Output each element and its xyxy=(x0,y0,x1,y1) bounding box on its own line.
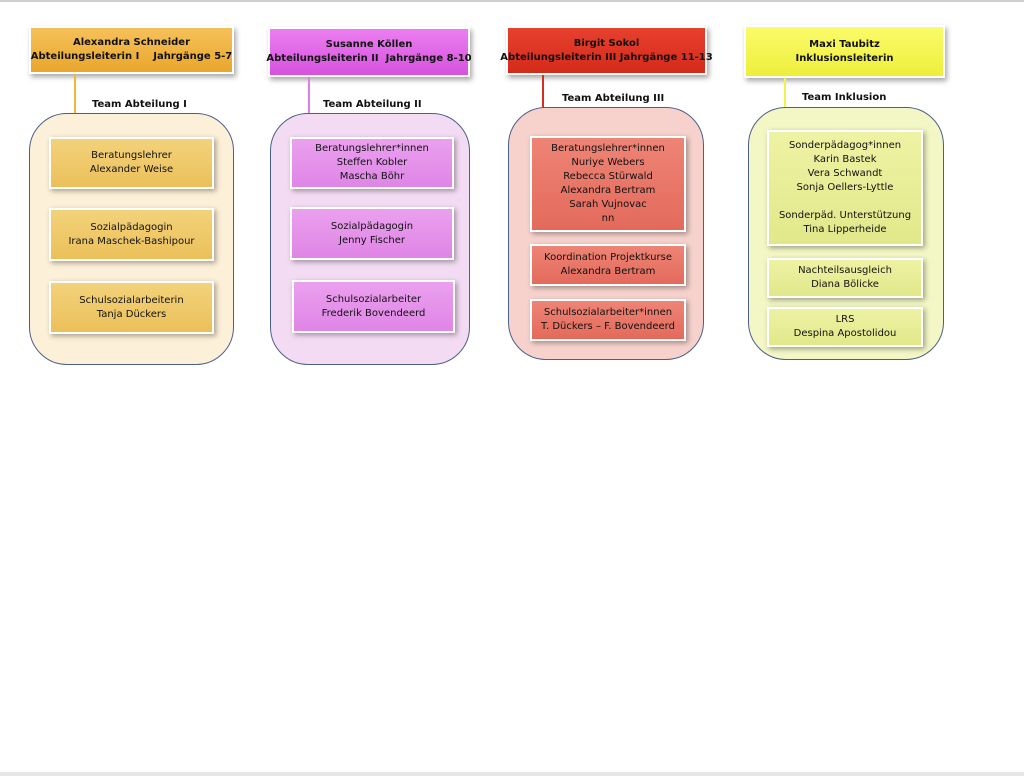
box-name: Tina Lipperheide xyxy=(803,224,887,235)
team-label: Team Abteilung I xyxy=(92,99,187,110)
leader-role: Abteilungsleiterin II Jahrgänge 8-10 xyxy=(266,53,472,64)
box-name: T. Dückers – F. Bovendeerd xyxy=(541,321,675,332)
box-name: Steffen Kobler xyxy=(336,157,408,168)
box-title: LRS xyxy=(835,314,855,325)
box-name: Alexandra Bertram xyxy=(560,185,656,196)
box-name: Alexander Weise xyxy=(89,164,174,175)
bottom-border xyxy=(0,772,1024,776)
member-box-lrs: LRS Despina Apostolidou xyxy=(767,307,923,347)
box-name: Nuriye Webers xyxy=(571,157,645,168)
box-name: Diana Bölicke xyxy=(811,279,879,290)
box-title: Sozialpädagogin xyxy=(90,221,173,233)
box-title: Koordination Projektkurse xyxy=(544,252,672,263)
member-box-beratung: Beratungslehrer*innen Nuriye Webers Rebe… xyxy=(530,136,686,232)
leader-box-abteilung-2: Susanne Köllen Abteilungsleiterin II Jah… xyxy=(266,27,472,77)
member-box-sozialpaedagogik: Sozialpädagogin Irana Maschek-Bashipour xyxy=(49,208,214,261)
leader-role: Abteilungsleiterin III Jahrgänge 11-13 xyxy=(500,51,713,63)
box-title: Beratungslehrer xyxy=(91,150,172,161)
box-name: Frederik Bovendeerd xyxy=(321,307,426,319)
leader-role: Inklusionsleiterin xyxy=(795,52,894,64)
box-title: Sonderpädagog*innen xyxy=(788,140,902,151)
connector-line xyxy=(74,74,76,114)
member-box-beratung: Beratungslehrer*innen Steffen Kobler Mas… xyxy=(290,137,454,189)
box-name: Sonja Oellers-Lyttle xyxy=(796,182,894,193)
leader-role: Abteilungsleiterin I Jahrgänge 5-7 xyxy=(30,51,233,62)
box-title: Schulsozialarbeiter*innen xyxy=(543,307,673,318)
member-box-projektkurse: Koordination Projektkurse Alexandra Bert… xyxy=(530,244,686,286)
box-title: Schulsozialarbeiter xyxy=(325,293,422,305)
box-name: Mascha Böhr xyxy=(339,171,405,182)
member-box-beratung: Beratungslehrer Alexander Weise xyxy=(49,137,214,189)
box-name: Karin Bastek xyxy=(813,154,877,165)
team-label: Team Abteilung III xyxy=(562,93,665,104)
box-name: Rebecca Stürwald xyxy=(563,171,653,182)
member-box-nachteilsausgleich: Nachteilsausgleich Diana Bölicke xyxy=(767,258,923,298)
box-name: Tanja Dückers xyxy=(96,308,167,320)
box-title: Beratungslehrer*innen xyxy=(315,143,429,154)
box-name: Jenny Fischer xyxy=(339,234,405,246)
member-box-sozialpaedagogik: Sozialpädagogin Jenny Fischer xyxy=(290,207,454,260)
member-box-schulsozialarbeit: Schulsozialarbeiter*innen T. Dückers – F… xyxy=(530,299,686,341)
member-box-sonderpaedagogik: Sonderpädagog*innen Karin Bastek Vera Sc… xyxy=(767,130,923,246)
team-label: Team Inklusion xyxy=(802,92,887,103)
leader-name: Maxi Taubitz xyxy=(809,38,880,50)
box-name: Alexandra Bertram xyxy=(560,266,656,277)
leader-box-inklusion: Maxi Taubitz Inklusionsleiterin xyxy=(744,25,945,78)
member-box-schulsozialarbeit: Schulsozialarbeiterin Tanja Dückers xyxy=(49,281,214,334)
box-title: Sonderpäd. Unterstützung xyxy=(778,210,912,221)
leader-name: Alexandra Schneider xyxy=(72,37,191,48)
leader-name: Susanne Köllen xyxy=(325,39,413,50)
member-box-schulsozialarbeit: Schulsozialarbeiter Frederik Bovendeerd xyxy=(292,280,455,333)
box-name: nn xyxy=(601,213,615,224)
team-label: Team Abteilung II xyxy=(323,99,422,110)
box-name: Despina Apostolidou xyxy=(793,328,897,339)
box-title: Beratungslehrer*innen xyxy=(551,143,665,154)
connector-line xyxy=(784,78,786,108)
box-name: Sarah Vujnovac xyxy=(569,199,647,210)
box-title: Schulsozialarbeiterin xyxy=(79,294,184,306)
box-title: Sozialpädagogin xyxy=(330,220,414,232)
connector-line xyxy=(542,75,544,108)
box-name: Irana Maschek-Bashipour xyxy=(68,235,195,247)
leader-box-abteilung-3: Birgit Sokol Abteilungsleiterin III Jahr… xyxy=(500,26,713,75)
top-border xyxy=(0,0,1024,2)
box-title: Nachteilsausgleich xyxy=(798,265,892,276)
leader-name: Birgit Sokol xyxy=(573,37,640,49)
box-name: Vera Schwandt xyxy=(807,168,883,179)
leader-box-abteilung-1: Alexandra Schneider Abteilungsleiterin I… xyxy=(29,26,234,74)
connector-line xyxy=(308,77,310,113)
